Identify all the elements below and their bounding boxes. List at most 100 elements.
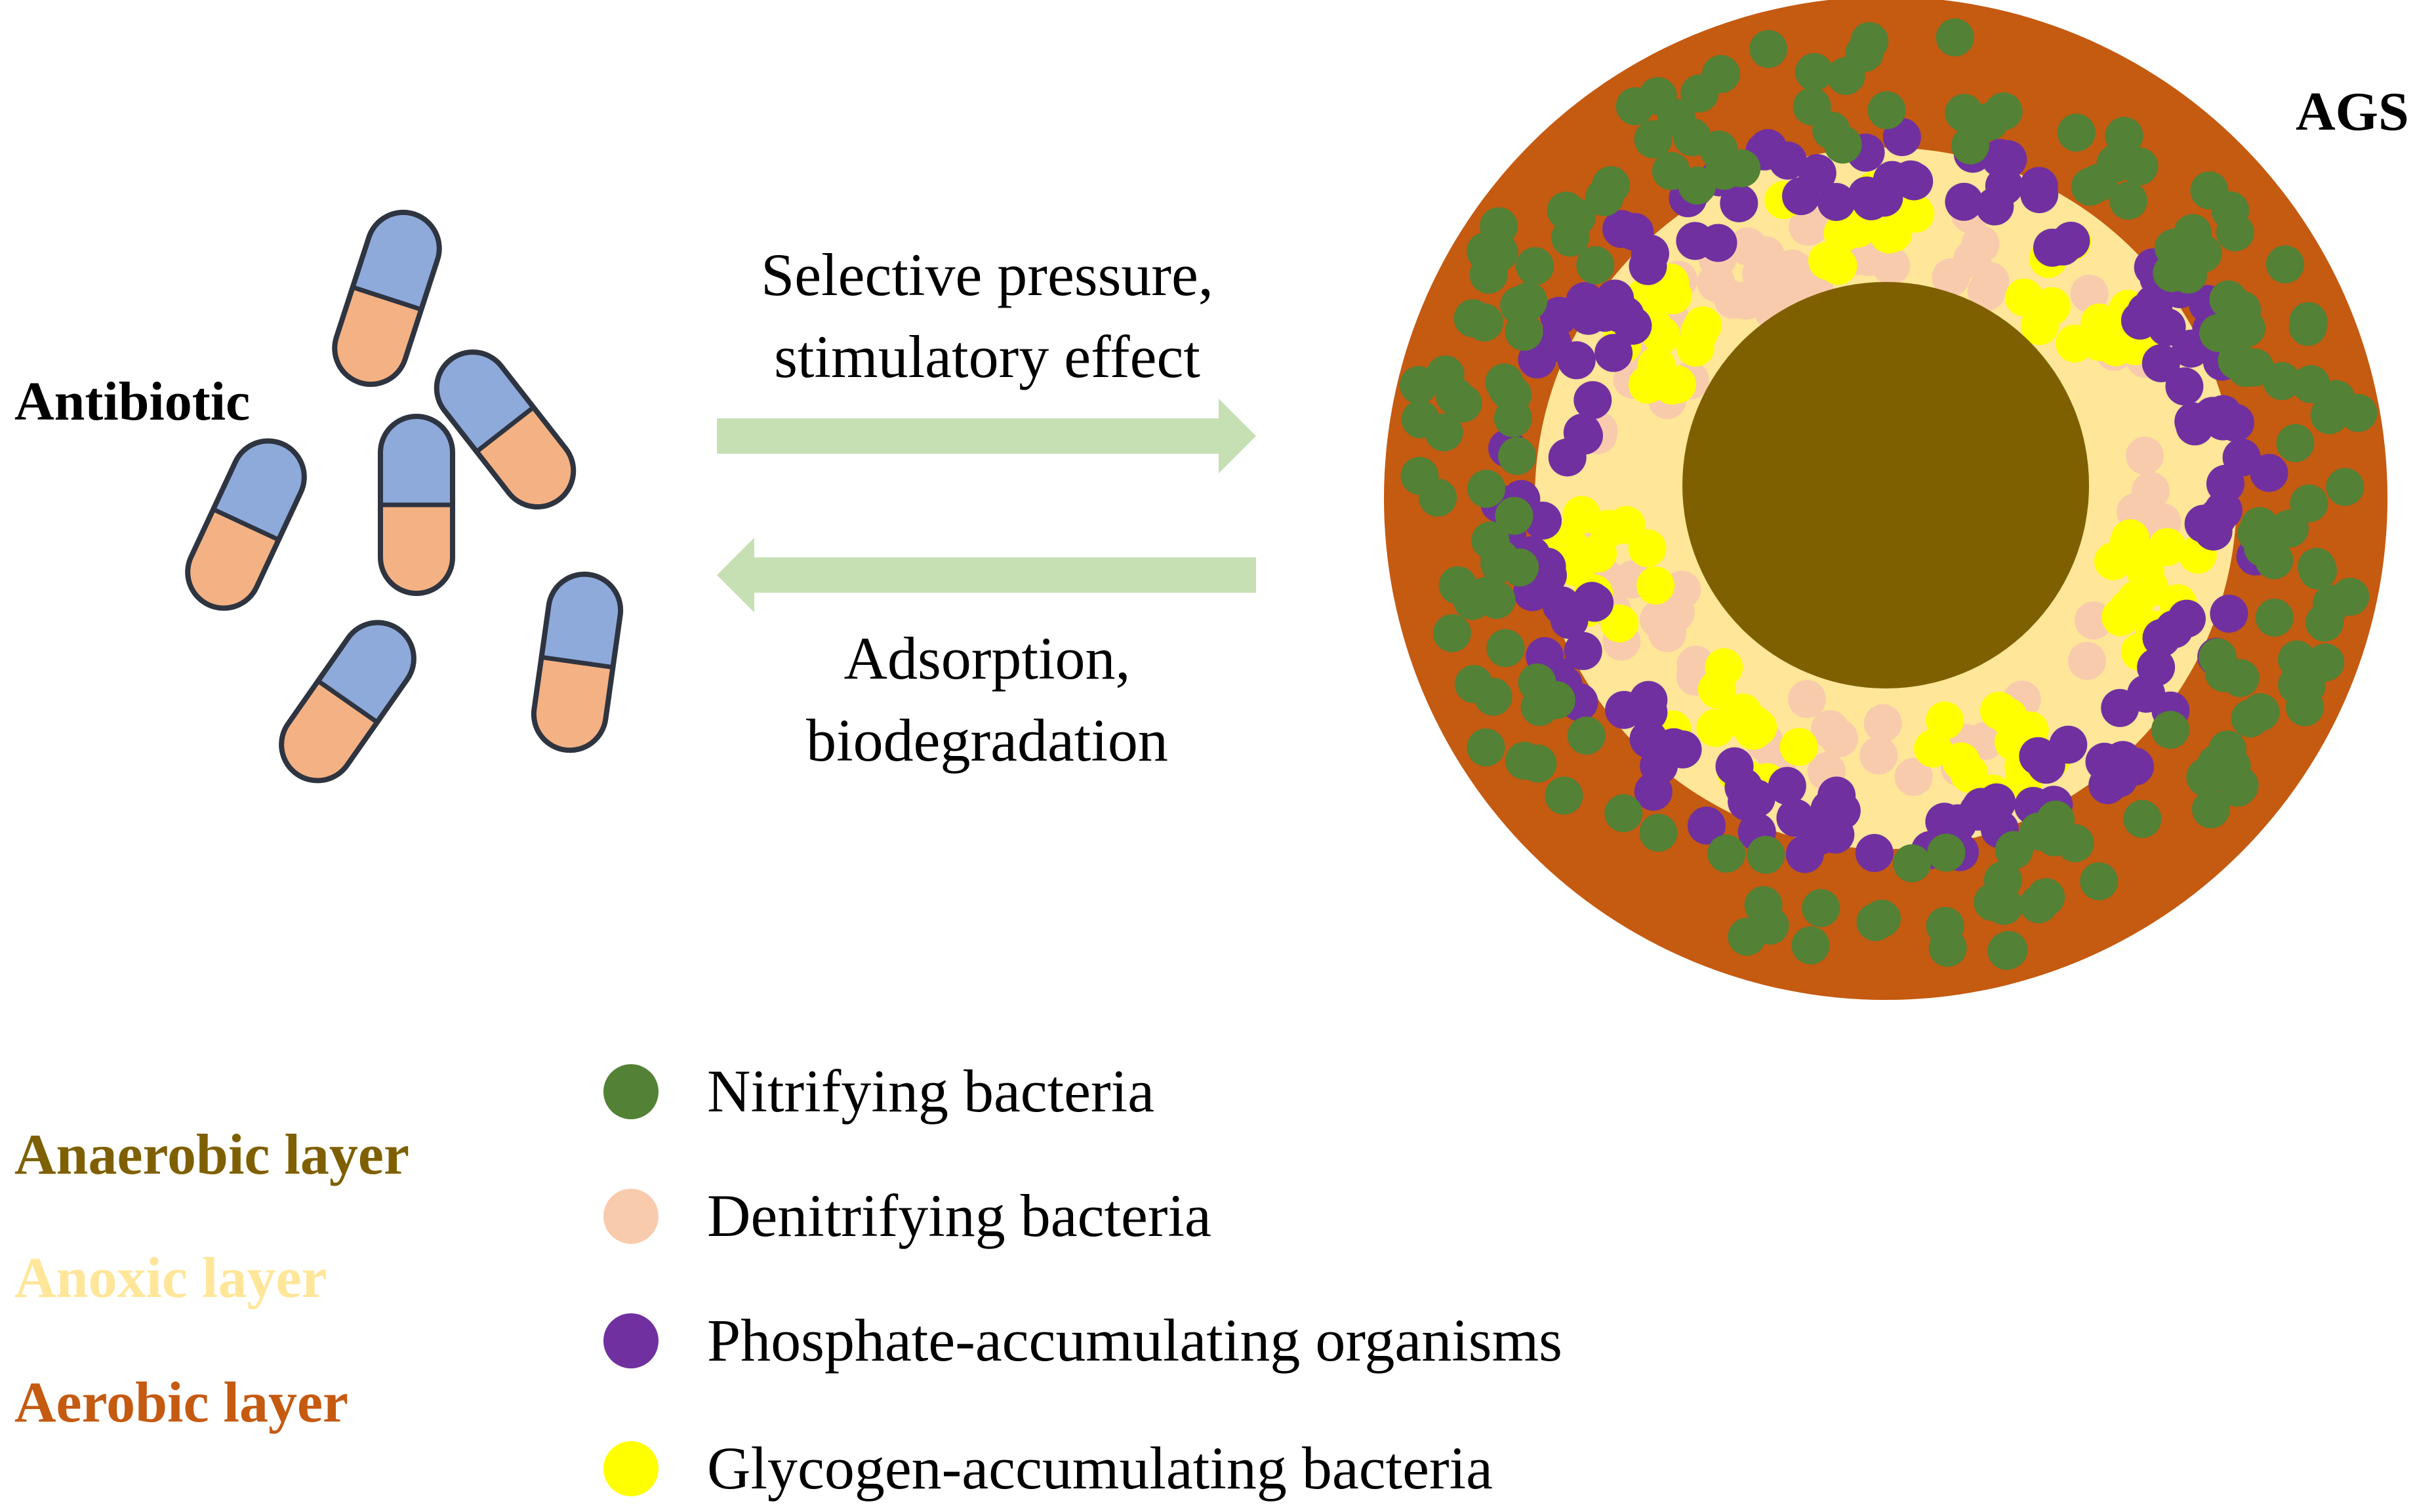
nitrifying-cell [1867, 91, 1906, 130]
nitrifying-cell [1845, 33, 1884, 72]
nitrifying-cell [1467, 232, 1505, 270]
gao-cell [1607, 506, 1646, 544]
nitrifying-cell [1802, 888, 1840, 927]
nitrifying-cell [1567, 717, 1606, 755]
nitrifying-cell [2227, 309, 2265, 348]
gao-cell [1739, 708, 1777, 747]
pao-cell [1749, 129, 1787, 167]
nitrifying-cell [2237, 514, 2276, 553]
pao-cell [1768, 766, 1806, 805]
nitrifying-cell [1436, 377, 1474, 416]
pao-cell [1573, 381, 1612, 420]
nitrifying-cell [1707, 834, 1746, 873]
nitrifying-cell [1983, 861, 2022, 900]
capsule-icon [434, 349, 577, 510]
nitrifying-cell [1474, 677, 1512, 716]
nitrifying-cell [1673, 118, 1711, 157]
pao-cell [2174, 402, 2213, 441]
nitrifying-cell [2109, 182, 2147, 220]
pao-cell [1945, 182, 1983, 221]
nitrifying-cell [1465, 303, 1503, 342]
nitrifying-cell [1862, 900, 1901, 938]
peach-dot-icon [603, 1189, 659, 1244]
pao-cell [1699, 224, 1737, 262]
pao-cell [2155, 610, 2193, 648]
nitrifying-cell [1795, 52, 1833, 91]
gao-cell [2005, 278, 2044, 317]
yellow-dot-icon [603, 1441, 659, 1496]
nitrifying-cell [1453, 582, 1492, 620]
nitrifying-cell [1823, 125, 1862, 164]
denitrifying-cell [2070, 274, 2109, 313]
gao-cell [1676, 328, 1715, 367]
gao-cell [1926, 701, 1964, 740]
denitrifying-cell [1863, 704, 1902, 742]
anaerobic-layer-label: Anaerobic layer [14, 1123, 409, 1187]
antibiotic-capsules [185, 209, 624, 784]
forward-arrow-icon [717, 399, 1256, 473]
forward-arrow-group: Selective pressure, stimulatory effect [717, 241, 1256, 473]
nitrifying-cell [1927, 833, 1966, 872]
nitrifying-cell [1749, 30, 1788, 68]
nitrifying-cell [1634, 120, 1673, 159]
nitrifying-cell [2276, 424, 2315, 462]
purple-dot-icon [603, 1313, 659, 1368]
pao-cell [2103, 741, 2142, 780]
denitrifying-cell [1872, 247, 1911, 285]
gao-cell [1557, 549, 1596, 587]
pao-cell [2052, 222, 2090, 260]
nitrifying-cell [1680, 74, 1719, 113]
nitrifying-cell [1751, 906, 1789, 945]
nitrifying-cell [2218, 341, 2256, 380]
pao-cell [2222, 438, 2261, 477]
nitrifying-cell [2305, 603, 2344, 642]
pao-cell [2027, 746, 2065, 784]
nitrifying-cell [1467, 469, 1506, 508]
gao-cell [2020, 307, 2059, 346]
nitrifying-cell [1467, 728, 1505, 766]
pao-cell [1715, 747, 1754, 786]
pao-cell [1962, 787, 2000, 826]
nitrifying-cell [2278, 640, 2316, 679]
nitrifying-cell [2190, 171, 2229, 210]
nitrifying-cell [2191, 790, 2230, 829]
denitrifying-cell [1750, 255, 1789, 294]
pao-cell [1855, 833, 1894, 872]
nitrifying-cell [1400, 456, 1439, 495]
denitrifying-cell [2067, 642, 2106, 680]
aerobic-layer-label: Aerobic layer [14, 1371, 348, 1435]
nitrifying-cell [2020, 812, 2058, 851]
nitrifying-cell [1432, 614, 1471, 652]
pao-cell [1817, 183, 1856, 221]
nitrifying-cell [1485, 363, 1524, 402]
nitrifying-cell [1747, 835, 1785, 874]
nitrifying-cell [1400, 366, 1438, 405]
nitrifying-cell [1516, 247, 1554, 285]
backward-arrow-icon [717, 538, 1256, 612]
gao-cell [2109, 589, 2148, 627]
nitrifying-cell [2208, 730, 2247, 769]
ags-granule [1384, 0, 2387, 1000]
nitrifying-cell [2255, 599, 2294, 637]
nitrifying-cell [2266, 245, 2304, 284]
pao-cell [1816, 815, 1855, 854]
pao-cell [1564, 631, 1602, 670]
nitrifying-cell [1486, 629, 1525, 667]
nitrifying-cell [2080, 862, 2119, 901]
nitrifying-cell [1537, 681, 1575, 719]
legend-label-nitrifying: Nitrifying bacteria [707, 1058, 1154, 1124]
nitrifying-cell [2199, 638, 2237, 677]
gao-cell [1705, 648, 1743, 686]
denitrifying-cell [1961, 225, 2000, 264]
denitrifying-cell [1676, 645, 1715, 684]
nitrifying-cell [2027, 878, 2065, 917]
gao-cell [2148, 528, 2187, 567]
nitrifying-cell [2220, 766, 2259, 805]
pao-cell [1989, 140, 2027, 178]
capsule-icon [185, 438, 307, 611]
nitrifying-cell [1585, 178, 1624, 216]
forward-arrow-text-line1: Selective pressure, [761, 241, 1213, 308]
nitrifying-cell [1545, 776, 1583, 815]
pao-cell [1548, 438, 1587, 477]
